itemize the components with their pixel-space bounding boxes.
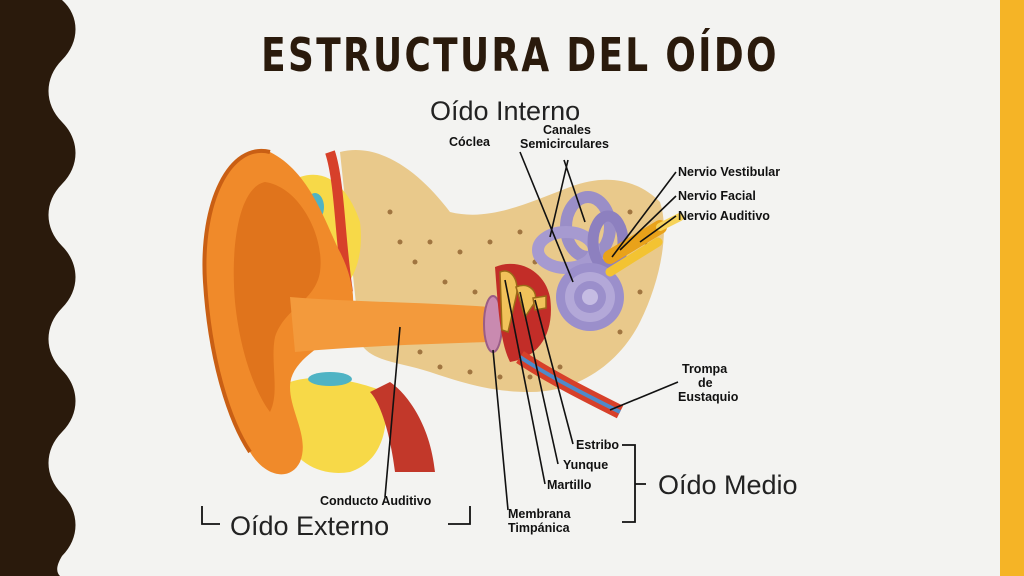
label-estribo: Estribo: [576, 438, 619, 452]
label-conducto-auditivo: Conducto Auditivo: [320, 494, 432, 508]
label-canales-1: Canales: [543, 123, 591, 137]
jaw-muscle: [370, 382, 435, 472]
label-nervio-auditivo: Nervio Auditivo: [678, 209, 770, 223]
label-trompa-2: de: [698, 376, 713, 390]
eustachian-vessel: [518, 355, 621, 414]
wave-shape: [0, 0, 76, 576]
label-martillo: Martillo: [547, 478, 592, 492]
label-trompa-3: Eustaquio: [678, 390, 739, 404]
label-nervio-facial: Nervio Facial: [678, 189, 756, 203]
label-coclea: Cóclea: [449, 135, 491, 149]
accent-bar: [1000, 0, 1024, 576]
leader-lines: [384, 151, 679, 511]
label-oido-interno: Oído Interno: [430, 96, 580, 126]
label-trompa-1: Trompa: [682, 362, 728, 376]
pinna-rim: [202, 148, 271, 454]
slide-title: ESTRUCTURA DEL OÍDO: [261, 28, 779, 82]
pinna-inner-fold: [233, 182, 321, 412]
ear-canal: [290, 297, 490, 352]
label-yunque: Yunque: [563, 458, 608, 472]
label-nervio-vestibular: Nervio Vestibular: [678, 165, 780, 179]
label-membrana-2: Timpánica: [508, 521, 571, 535]
ear-diagram: Oído Interno Oído Medio Oído Externo Cóc…: [190, 92, 830, 542]
bone-dots: [387, 209, 648, 380]
wavy-left-border: [0, 0, 76, 576]
label-canales-2: Semicirculares: [520, 137, 609, 151]
outer-ear-bracket: [201, 506, 471, 525]
label-membrana-1: Membrana: [508, 507, 572, 521]
label-oido-externo: Oído Externo: [230, 511, 389, 541]
middle-ear-bracket: [622, 444, 646, 523]
label-oido-medio: Oído Medio: [658, 470, 798, 500]
